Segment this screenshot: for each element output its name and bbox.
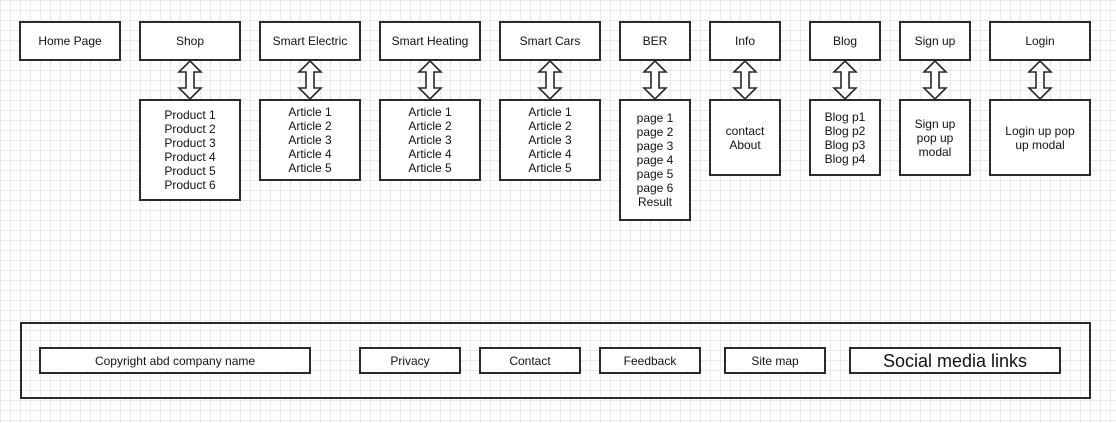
nav-sign-up[interactable]: Sign up [899, 21, 971, 61]
footer-frame [20, 322, 1091, 399]
nav-info[interactable]: Info [709, 21, 781, 61]
subpage-item[interactable]: Sign up [914, 116, 956, 131]
subpage-item[interactable]: contact [725, 123, 765, 138]
subpage-item[interactable]: Product 2 [164, 122, 216, 136]
subpage-item[interactable]: Article 4 [288, 147, 332, 161]
subpage-item[interactable]: up modal [1015, 137, 1065, 152]
subpage-item[interactable]: Blog p2 [824, 123, 866, 138]
subpage-item[interactable]: page 2 [636, 125, 674, 139]
subpage-item[interactable]: Product 3 [164, 136, 216, 150]
footer-contact[interactable]: Contact [479, 347, 581, 374]
nav-login[interactable]: Login [989, 21, 1091, 61]
subpage-item[interactable]: page 3 [636, 139, 674, 153]
double-arrow-icon [537, 60, 563, 100]
nav-blog[interactable]: Blog [809, 21, 881, 61]
nav-home-page[interactable]: Home Page [19, 21, 121, 61]
subpage-item[interactable]: Article 2 [528, 119, 572, 133]
subpage-item[interactable]: Article 2 [288, 119, 332, 133]
subpage-item[interactable]: Article 2 [408, 119, 452, 133]
subpage-item[interactable]: Article 3 [528, 133, 572, 147]
subpage-item[interactable]: page 4 [636, 153, 674, 167]
subpage-item[interactable]: Result [637, 195, 672, 209]
nav-ber[interactable]: BER [619, 21, 691, 61]
footer-feedback[interactable]: Feedback [599, 347, 701, 374]
subpage-item[interactable]: Article 1 [528, 105, 572, 119]
nav-smart-electric[interactable]: Smart Electric [259, 21, 361, 61]
double-arrow-icon [922, 60, 948, 100]
subpage-item[interactable]: Product 6 [164, 178, 216, 192]
subpage-item[interactable]: Article 1 [288, 105, 332, 119]
double-arrow-icon [297, 60, 323, 100]
subpage-item[interactable]: Product 4 [164, 150, 216, 164]
double-arrow-icon [417, 60, 443, 100]
double-arrow-icon [832, 60, 858, 100]
subpage-item[interactable]: page 1 [636, 111, 674, 125]
double-arrow-icon [642, 60, 668, 100]
subpage-item[interactable]: Article 4 [528, 147, 572, 161]
subpage-item[interactable]: Product 5 [164, 164, 216, 178]
subpage-item[interactable]: Article 5 [288, 161, 332, 175]
nav-smart-cars[interactable]: Smart Cars [499, 21, 601, 61]
double-arrow-icon [1027, 60, 1053, 100]
footer-sitemap[interactable]: Site map [724, 347, 826, 374]
subpage-item[interactable]: modal [918, 144, 952, 159]
nav-shop[interactable]: Shop [139, 21, 241, 61]
subpage-item[interactable]: page 5 [636, 167, 674, 181]
subpage-item[interactable]: Article 5 [408, 161, 452, 175]
subpage-item[interactable]: Article 3 [408, 133, 452, 147]
subpage-item[interactable]: Blog p3 [824, 137, 866, 152]
footer-social-links[interactable]: Social media links [849, 347, 1061, 374]
subpage-item[interactable]: Blog p4 [824, 151, 866, 166]
subpage-item[interactable]: Product 1 [164, 108, 216, 122]
subpage-item[interactable]: Login up pop [1005, 123, 1075, 138]
double-arrow-icon [732, 60, 758, 100]
subpage-item[interactable]: About [729, 137, 761, 152]
subpage-item[interactable]: Article 1 [408, 105, 452, 119]
subpage-item[interactable]: Article 5 [528, 161, 572, 175]
footer-privacy[interactable]: Privacy [359, 347, 461, 374]
footer-copyright: Copyright abd company name [39, 347, 311, 374]
double-arrow-icon [177, 60, 203, 100]
nav-smart-heating[interactable]: Smart Heating [379, 21, 481, 61]
subpage-item[interactable]: page 6 [636, 181, 674, 195]
subpage-item[interactable]: Blog p1 [824, 109, 866, 124]
subpage-item[interactable]: pop up [916, 130, 954, 145]
subpage-item[interactable]: Article 4 [408, 147, 452, 161]
subpage-item[interactable]: Article 3 [288, 133, 332, 147]
